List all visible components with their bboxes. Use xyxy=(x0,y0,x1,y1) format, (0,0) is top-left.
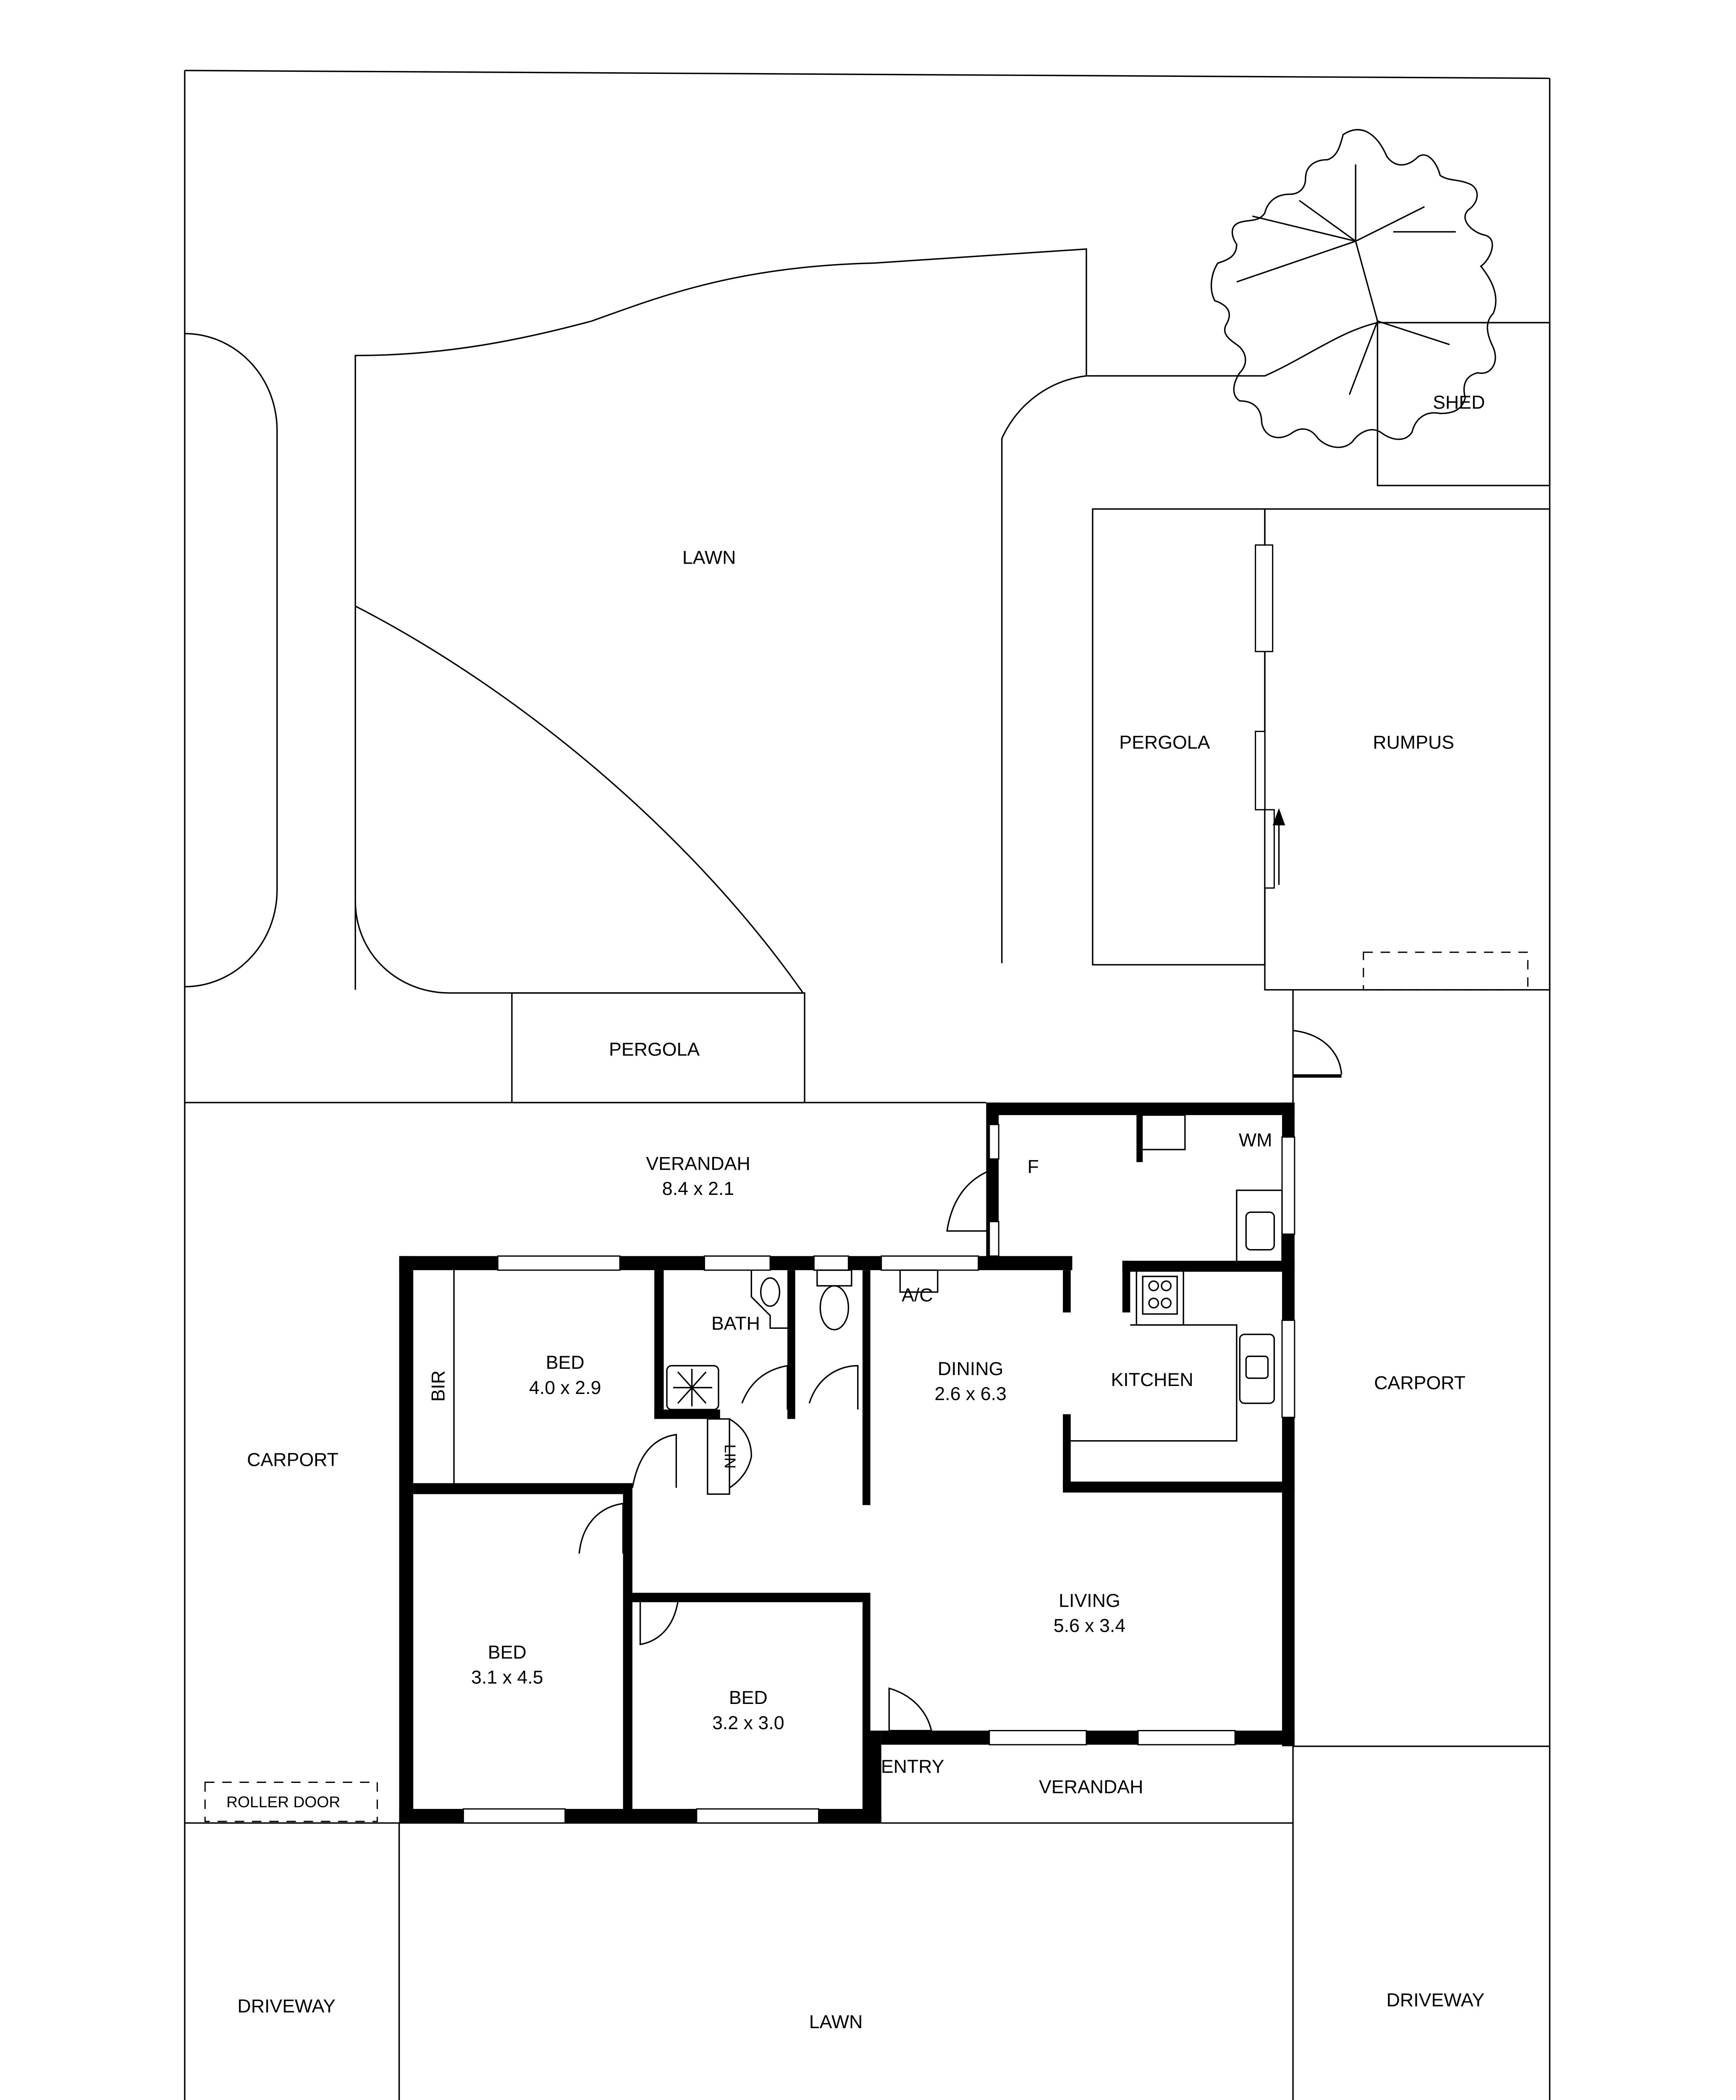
room-size-bed1: 4.0 x 2.9 xyxy=(529,1378,601,1398)
room-size-verandah-rear: 8.4 x 2.1 xyxy=(662,1179,734,1199)
room-label-lawn-rear: LAWN xyxy=(682,547,736,568)
room-label-driveway-left: DRIVEWAY xyxy=(237,1996,336,2017)
door-swing xyxy=(1293,1029,1343,1078)
shed-outline xyxy=(1377,322,1551,486)
sliding-door xyxy=(1264,809,1275,889)
room-size-bed3: 3.2 x 3.0 xyxy=(712,1713,784,1733)
linen-cupboard xyxy=(707,1418,730,1495)
room-label-driveway-right: DRIVEWAY xyxy=(1387,1990,1485,2011)
room-size-dining: 2.6 x 6.3 xyxy=(934,1384,1007,1404)
roller-door-outline xyxy=(204,1782,378,1822)
toilet-icon xyxy=(819,1285,850,1331)
sliding-door xyxy=(1255,544,1274,652)
room-size-bed2: 3.1 x 4.5 xyxy=(471,1667,543,1688)
sliding-door xyxy=(1255,730,1266,811)
basin-icon xyxy=(760,1277,781,1307)
room-label-rumpus: RUMPUS xyxy=(1373,732,1454,753)
room-label-pergola-right: PERGOLA xyxy=(1119,732,1210,753)
room-label-carport-left: CARPORT xyxy=(247,1449,338,1470)
ac-unit xyxy=(899,1269,939,1293)
shower-icon xyxy=(666,1365,719,1410)
laundry-tub-icon xyxy=(1245,1211,1275,1251)
room-label-bed3: BED xyxy=(729,1688,768,1708)
toilet-cistern xyxy=(816,1269,852,1287)
room-label-entry: ENTRY xyxy=(881,1756,944,1777)
room-label-bed2: BED xyxy=(488,1642,527,1663)
windows xyxy=(462,1124,1295,1824)
house-walls xyxy=(399,1102,1295,1823)
room-label-wm: WM xyxy=(1239,1130,1272,1151)
room-label-carport-right: CARPORT xyxy=(1374,1373,1466,1394)
laundry-bench xyxy=(1236,1189,1283,1266)
room-label-dining: DINING xyxy=(938,1359,1003,1379)
room-label-bir: BIR xyxy=(428,1370,449,1402)
arrow-up-icon xyxy=(1272,808,1285,885)
fridge-space xyxy=(1137,1114,1186,1150)
stove-bench xyxy=(1135,1269,1184,1326)
room-label-pergola-left: PERGOLA xyxy=(609,1039,700,1060)
room-label-fridge: F xyxy=(1028,1157,1039,1177)
room-label-living: LIVING xyxy=(1059,1591,1120,1611)
room-label-ac: A/C xyxy=(902,1285,933,1306)
tree-icon xyxy=(1210,129,1497,448)
room-label-bath: BATH xyxy=(711,1313,760,1334)
rumpus-roller-door xyxy=(1363,951,1529,991)
kitchen-sink-icon xyxy=(1239,1334,1275,1404)
room-label-kitchen: KITCHEN xyxy=(1111,1370,1193,1390)
room-label-bed1: BED xyxy=(546,1352,585,1373)
rear-garden-outlines xyxy=(184,248,1550,994)
room-label-verandah-front: VERANDAH xyxy=(1039,1777,1143,1798)
cooktop-icon xyxy=(1142,1276,1178,1315)
vanity xyxy=(750,1270,788,1329)
room-label-verandah-rear: VERANDAH xyxy=(646,1154,750,1174)
room-label-lawn-front: LAWN xyxy=(809,2012,863,2032)
room-size-living: 5.6 x 3.4 xyxy=(1054,1616,1126,1636)
front-boundaries xyxy=(184,1746,1550,2100)
fixtures xyxy=(204,1114,1283,1822)
room-label-linen: LIN xyxy=(721,1444,739,1469)
room-label-shed: SHED xyxy=(1433,392,1485,413)
door-swings xyxy=(578,1168,996,1732)
room-label-roller-door: ROLLER DOOR xyxy=(226,1793,340,1811)
